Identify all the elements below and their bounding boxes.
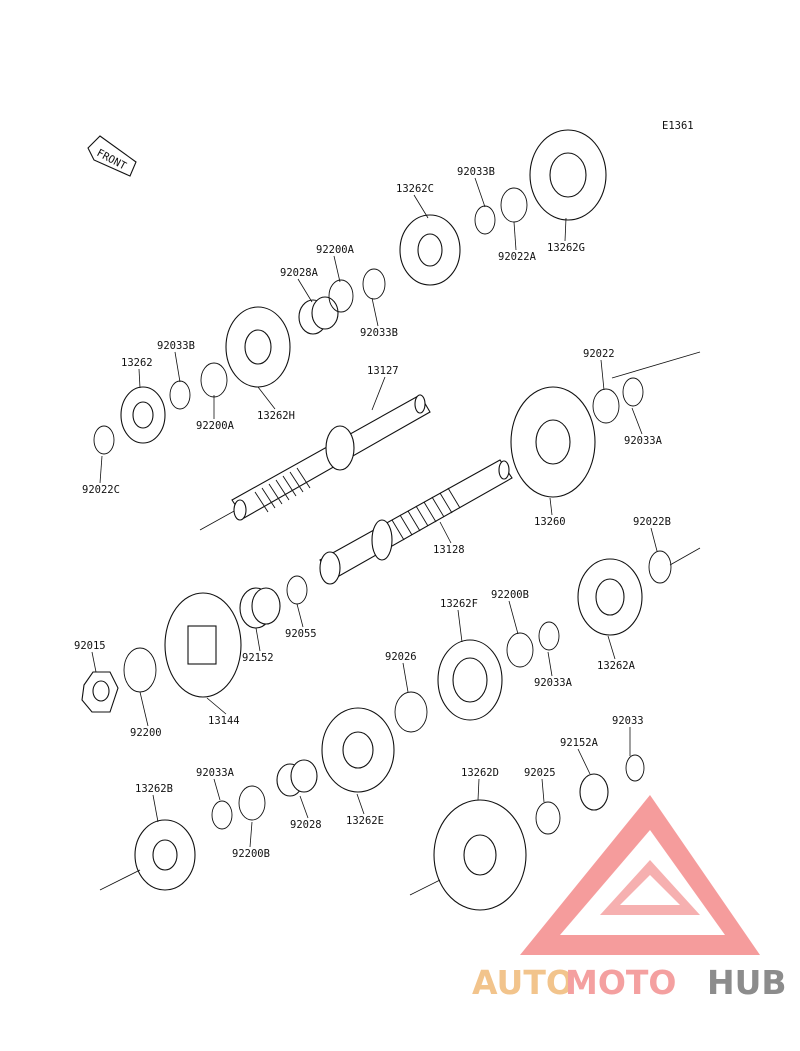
part-label: 13128 bbox=[433, 544, 465, 556]
part-label: 92033 bbox=[612, 715, 644, 727]
leader-line bbox=[297, 278, 313, 303]
leader-line bbox=[607, 635, 616, 660]
gear-13262b bbox=[99, 819, 196, 891]
shaft-13128 bbox=[319, 459, 513, 585]
leader-line bbox=[477, 778, 480, 801]
leader-line bbox=[564, 217, 567, 242]
leader-line bbox=[371, 297, 379, 327]
leader-line bbox=[650, 527, 658, 552]
part-label: 92152A bbox=[560, 737, 599, 749]
gear-13262f bbox=[437, 639, 503, 721]
part-label: 92055 bbox=[285, 628, 317, 640]
leader-line bbox=[547, 651, 553, 677]
part-label: 92028A bbox=[280, 267, 319, 279]
leader-line bbox=[541, 778, 545, 803]
leader-line bbox=[296, 603, 304, 628]
leader-line bbox=[513, 221, 517, 251]
part-label: 92200A bbox=[196, 420, 235, 432]
gear-13262c bbox=[399, 214, 461, 286]
part-label: 92033A bbox=[624, 435, 663, 447]
part-label: 92028 bbox=[290, 819, 322, 831]
part-label: 92033B bbox=[360, 327, 398, 339]
watermark-hub: HUB bbox=[707, 963, 787, 1002]
leader-line bbox=[299, 795, 309, 819]
part-label: 92152 bbox=[242, 652, 274, 664]
watermark-moto: MOTO bbox=[565, 963, 676, 1002]
part-labels: 92033B 13262C 92200A 92028A 92033B 92022A 1326… bbox=[74, 166, 671, 860]
leader-line bbox=[356, 793, 365, 815]
gear-13260 bbox=[510, 351, 701, 498]
leader-line bbox=[152, 794, 159, 823]
leader-line bbox=[457, 609, 463, 643]
part-label: 13262D bbox=[461, 767, 499, 779]
sprocket-13144 bbox=[164, 592, 242, 698]
leader-line bbox=[249, 821, 253, 848]
bearing-92152 bbox=[239, 587, 281, 629]
part-label: 13262A bbox=[597, 660, 636, 672]
part-label: 92200B bbox=[491, 589, 529, 601]
leader-line bbox=[508, 600, 519, 635]
leader-line bbox=[255, 627, 261, 652]
leader-line bbox=[206, 697, 227, 715]
part-label: 92033B bbox=[457, 166, 495, 178]
part-label: 92200A bbox=[316, 244, 355, 256]
part-label: 13262F bbox=[440, 598, 478, 610]
part-label: 92022 bbox=[583, 348, 615, 360]
part-label: 92025 bbox=[524, 767, 556, 779]
leader-line bbox=[371, 376, 386, 411]
shaft-13127 bbox=[199, 394, 431, 531]
leader-line bbox=[99, 455, 103, 484]
part-label: 92033B bbox=[157, 340, 195, 352]
part-label: 13262B bbox=[135, 783, 173, 795]
part-label: 13127 bbox=[367, 365, 399, 377]
leader-line bbox=[213, 778, 221, 801]
part-label: 13260 bbox=[534, 516, 566, 528]
part-label: 13262C bbox=[396, 183, 434, 195]
gear-13262 bbox=[120, 386, 166, 444]
leader-line bbox=[577, 748, 591, 775]
part-label: 92026 bbox=[385, 651, 417, 663]
part-label: 13262 bbox=[121, 357, 153, 369]
part-label: 92033A bbox=[534, 677, 573, 689]
leader-line bbox=[600, 359, 605, 391]
watermark-logo-icon bbox=[520, 795, 760, 955]
part-label: 92022B bbox=[633, 516, 671, 528]
leader-line bbox=[333, 255, 341, 283]
part-label: 92015 bbox=[74, 640, 106, 652]
gear-13262a bbox=[577, 547, 701, 636]
leader-line bbox=[439, 521, 452, 544]
leader-line bbox=[139, 691, 149, 727]
part-label: 13262H bbox=[257, 410, 295, 422]
leader-line bbox=[257, 386, 276, 410]
part-label: 13262G bbox=[547, 242, 585, 254]
ref-code: E1361 bbox=[662, 120, 694, 132]
leader-line bbox=[174, 351, 181, 383]
leader-line bbox=[138, 368, 141, 389]
gear-13262g bbox=[529, 129, 607, 221]
leader-line bbox=[474, 177, 486, 208]
part-label: 13144 bbox=[208, 715, 240, 727]
leader-line bbox=[631, 407, 643, 435]
part-label: 92022A bbox=[498, 251, 537, 263]
part-label: 13262E bbox=[346, 815, 384, 827]
watermark-text: AUTO MOTO HUB bbox=[472, 963, 787, 1002]
bushing-92152a bbox=[579, 773, 609, 811]
bearing-92028 bbox=[276, 759, 318, 797]
leader-line bbox=[549, 497, 553, 516]
part-label: 92022C bbox=[82, 484, 120, 496]
leader-line bbox=[413, 194, 429, 219]
gear-13262h bbox=[225, 306, 291, 388]
bearing-92028a bbox=[298, 296, 339, 335]
leader-line bbox=[402, 662, 409, 693]
front-arrow-icon: FRONT bbox=[87, 135, 137, 177]
part-label: 92033A bbox=[196, 767, 235, 779]
watermark-auto: AUTO bbox=[472, 963, 574, 1002]
part-label: 92200 bbox=[130, 727, 162, 739]
gear-13262e bbox=[321, 707, 395, 793]
nut-92015 bbox=[81, 671, 119, 713]
gear-13262d bbox=[409, 799, 527, 911]
part-label: 92200B bbox=[232, 848, 270, 860]
leader-line bbox=[91, 651, 97, 673]
